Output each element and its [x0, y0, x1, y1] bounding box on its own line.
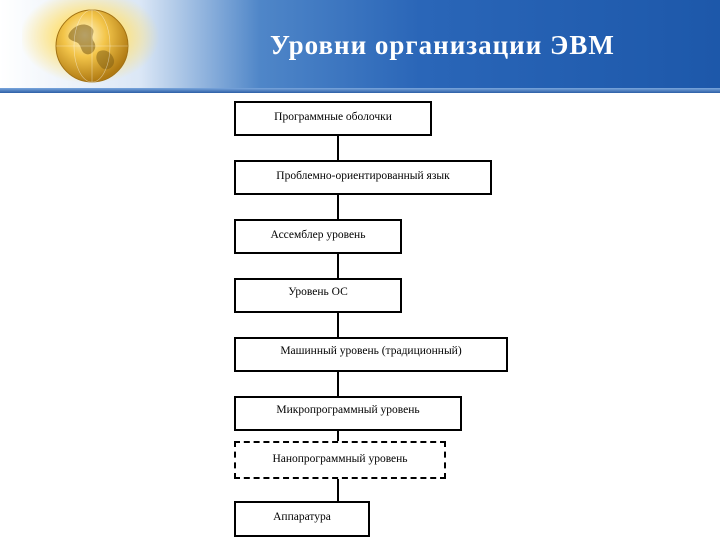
level-box-nanoprogram: Нанопрограммный уровень	[234, 441, 446, 479]
level-label: Программные оболочки	[236, 111, 430, 125]
level-box-os: Уровень ОС	[234, 278, 402, 313]
level-box-problem-language: Проблемно-ориентированный язык	[234, 160, 492, 195]
level-label: Микропрограммный уровень	[236, 404, 460, 418]
level-label: Машинный уровень (традиционный)	[236, 345, 506, 359]
level-box-microprogram: Микропрограммный уровень	[234, 396, 462, 431]
level-box-machine: Машинный уровень (традиционный)	[234, 337, 508, 372]
level-box-assembler: Ассемблер уровень	[234, 219, 402, 254]
level-label: Нанопрограммный уровень	[236, 453, 444, 467]
level-label: Ассемблер уровень	[236, 229, 400, 243]
level-label: Уровень ОС	[236, 286, 400, 300]
level-label: Проблемно-ориентированный язык	[236, 170, 490, 184]
level-box-hardware: Аппаратура	[234, 501, 370, 537]
level-label: Аппаратура	[236, 511, 368, 525]
level-box-shells: Программные оболочки	[234, 101, 432, 136]
